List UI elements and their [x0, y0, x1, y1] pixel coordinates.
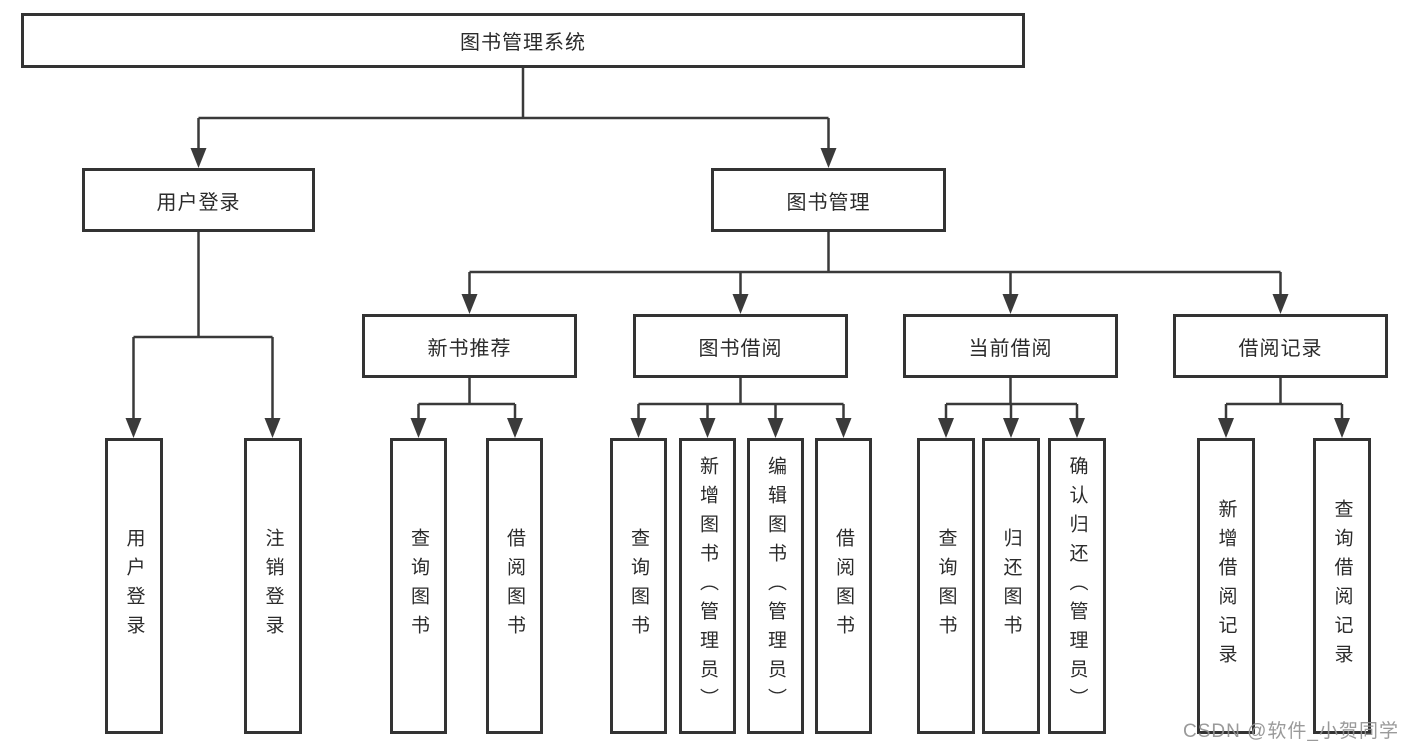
- node-label: 编辑图书（管理员）: [765, 455, 786, 717]
- node-borrow-records: 借阅记录: [1173, 314, 1388, 378]
- node-label: 用户登录: [123, 528, 145, 644]
- node-label: 查询图书: [935, 528, 957, 644]
- node-label: 新书推荐: [427, 337, 512, 360]
- node-label: 查询借阅记录: [1331, 499, 1353, 673]
- node-label: 图书管理: [786, 191, 871, 214]
- node-root: 图书管理系统: [21, 13, 1025, 68]
- leaf-add-borrow-record: 新增借阅记录: [1197, 438, 1255, 734]
- leaf-logout: 注销登录: [244, 438, 302, 734]
- leaf-confirm-return-admin: 确认归还（管理员）: [1048, 438, 1106, 734]
- arrowheads: [125, 148, 1350, 438]
- node-new-book-recommend: 新书推荐: [362, 314, 577, 378]
- node-label: 归还图书: [1000, 528, 1022, 644]
- node-label: 用户登录: [156, 191, 241, 214]
- leaf-return-books: 归还图书: [982, 438, 1040, 734]
- node-label: 注销登录: [262, 528, 284, 644]
- leaf-edit-books-admin: 编辑图书（管理员）: [747, 438, 804, 734]
- leaf-borrow-books-2: 借阅图书: [815, 438, 872, 734]
- node-label: 查询图书: [628, 528, 649, 644]
- node-label: 借阅记录: [1238, 337, 1323, 360]
- node-user-login: 用户登录: [82, 168, 315, 232]
- connector-lines: [132, 68, 1344, 420]
- leaf-add-books-admin: 新增图书（管理员）: [679, 438, 736, 734]
- leaf-query-books-1: 查询图书: [390, 438, 447, 734]
- leaf-borrow-books-1: 借阅图书: [486, 438, 543, 734]
- node-label: 图书借阅: [698, 337, 783, 360]
- node-label: 查询图书: [408, 528, 429, 644]
- node-label: 确认归还（管理员）: [1066, 455, 1088, 717]
- node-label: 新增借阅记录: [1215, 499, 1237, 673]
- node-book-management: 图书管理: [711, 168, 946, 232]
- node-current-borrow: 当前借阅: [903, 314, 1118, 378]
- node-label: 当前借阅: [968, 337, 1053, 360]
- leaf-query-borrow-record: 查询借阅记录: [1313, 438, 1371, 734]
- leaf-user-login: 用户登录: [105, 438, 163, 734]
- leaf-query-books-2: 查询图书: [610, 438, 667, 734]
- node-label: 借阅图书: [504, 528, 525, 644]
- leaf-query-books-3: 查询图书: [917, 438, 975, 734]
- node-label: 新增图书（管理员）: [697, 455, 718, 717]
- node-label: 借阅图书: [833, 528, 854, 644]
- csdn-watermark: CSDN @软件_小贺同学: [1183, 721, 1399, 742]
- node-label: 图书管理系统: [460, 32, 586, 54]
- node-book-borrow: 图书借阅: [633, 314, 848, 378]
